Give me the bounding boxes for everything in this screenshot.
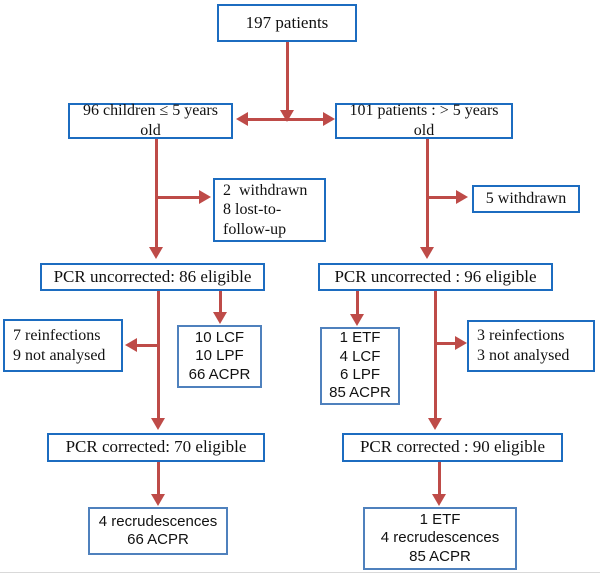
arrow-over5-final-line <box>438 462 441 495</box>
box-under5-outcomes-uncorrected: 10 LCF 10 LPF 66 ACPR <box>177 325 262 388</box>
arrow-over5-excluded-head <box>455 336 467 350</box>
box-over5-pcr-corrected: PCR corrected : 90 eligible <box>342 433 563 462</box>
arrow-over5-excluded-line <box>437 342 455 345</box>
arrow-under5-withdrawn-line <box>155 196 199 199</box>
arrow-over5-corrected-head <box>428 418 442 430</box>
box-over5-withdrawn: 5 withdrawn <box>472 185 580 213</box>
arrow-over5-final-head <box>432 494 446 506</box>
arrow-under5-corrected-head <box>151 418 165 430</box>
box-under5-outcomes-corrected: 4 recrudescences 66 ACPR <box>88 507 228 555</box>
arrow-split-left-head <box>236 112 248 126</box>
arrow-under5-final-line <box>157 462 160 495</box>
arrow-under5-outcomes-line <box>219 291 222 313</box>
box-patients-over-5: 101 patients : > 5 years old <box>335 102 513 139</box>
box-over5-outcomes-uncorrected: 1 ETF 4 LCF 6 LPF 85 ACPR <box>320 327 400 405</box>
box-under5-pcr-corrected: PCR corrected: 70 eligible <box>47 433 265 462</box>
box-under5-withdrawn-lost: 2 withdrawn 8 lost-to- follow-up <box>213 178 326 242</box>
arrow-over5-corrected-line <box>434 291 437 419</box>
arrow-under5-final-head <box>151 494 165 506</box>
arrow-over5-withdrawn-head <box>456 190 468 204</box>
arrow-split-right-head <box>323 112 335 126</box>
box-over5-pcr-uncorrected: PCR uncorrected : 96 eligible <box>318 263 553 291</box>
box-under5-excluded: 7 reinfections 9 not analysed <box>3 319 123 372</box>
arrow-over5-down-head <box>420 247 434 259</box>
arrow-under5-withdrawn-head <box>199 190 211 204</box>
arrow-under5-down-head <box>149 247 163 259</box>
arrow-split-line <box>247 118 325 121</box>
arrow-under5-corrected-line <box>157 291 160 419</box>
box-total-patients: 197 patients <box>217 4 357 42</box>
box-under5-pcr-uncorrected: PCR uncorrected: 86 eligible <box>40 263 265 291</box>
arrow-total-down-line <box>286 42 289 112</box>
box-children-under-5: 96 children ≤ 5 years old <box>68 102 233 139</box>
arrow-under5-outcomes-head <box>213 312 227 324</box>
arrow-under5-excluded-head <box>125 338 137 352</box>
box-over5-outcomes-corrected: 1 ETF 4 recrudescences 85 ACPR <box>363 507 517 570</box>
arrow-over5-outcomes-head <box>350 314 364 326</box>
arrow-over5-down-line <box>426 139 429 248</box>
arrow-under5-excluded-line <box>137 344 159 347</box>
arrow-over5-outcomes-line <box>356 291 359 315</box>
box-over5-excluded: 3 reinfections 3 not analysed <box>467 320 595 372</box>
arrow-over5-withdrawn-line <box>426 196 456 199</box>
arrow-under5-down-line <box>155 139 158 248</box>
